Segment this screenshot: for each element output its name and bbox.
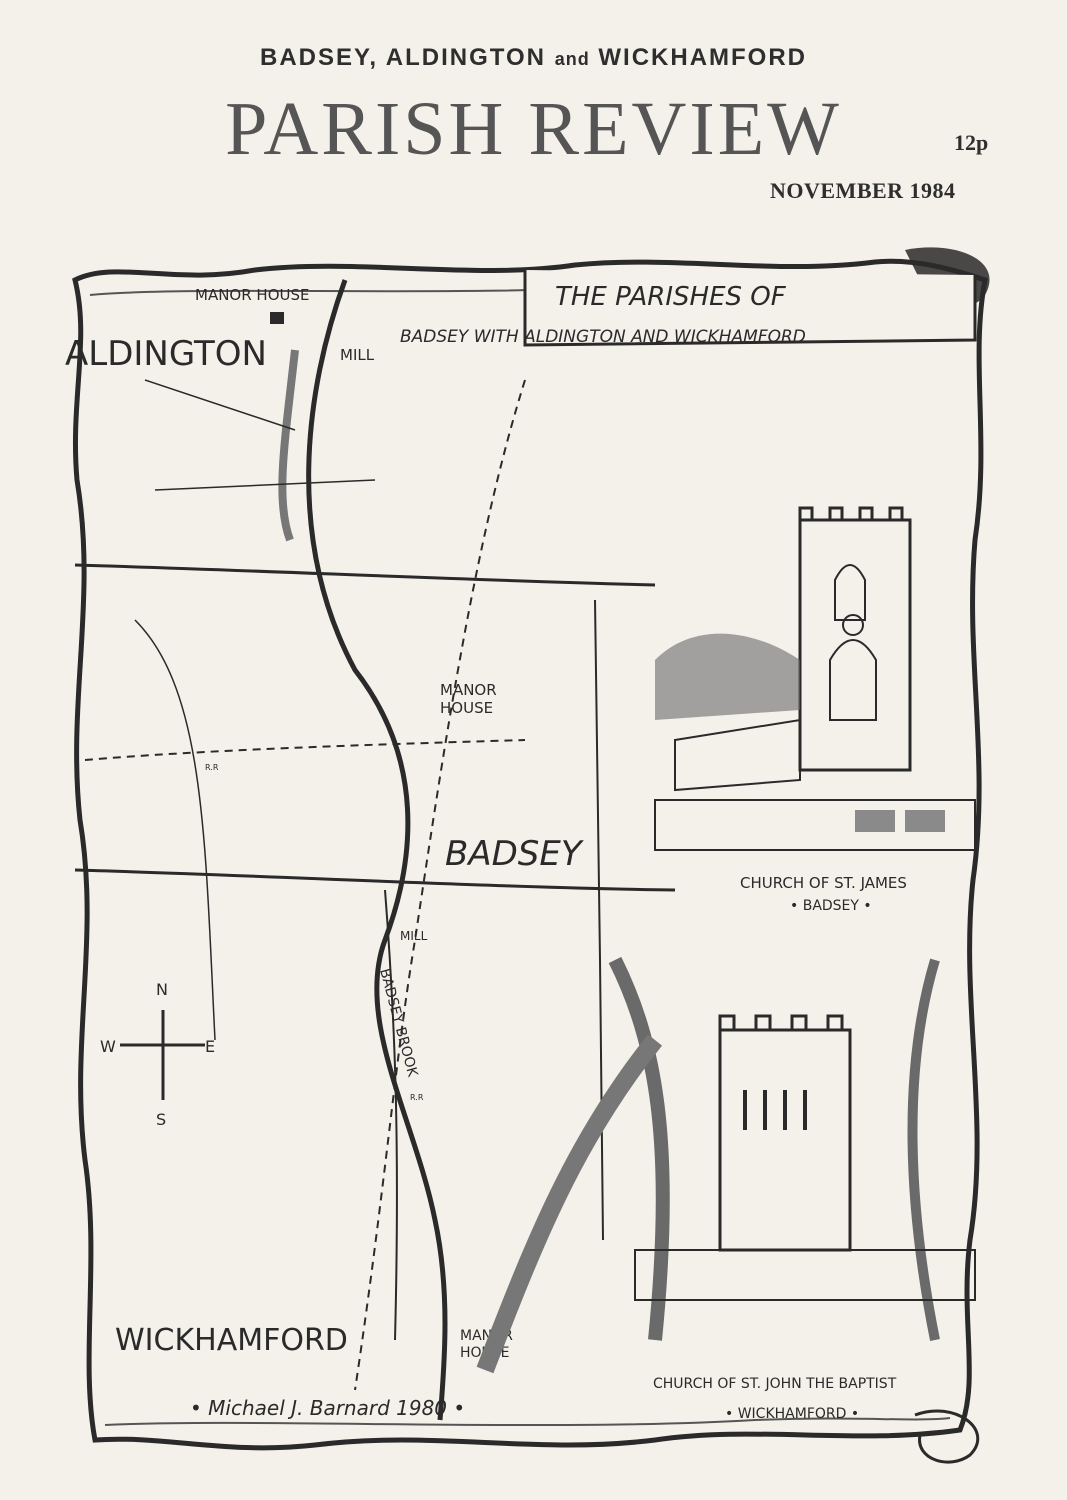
label-rr-2: R.R [410,1093,424,1102]
price-label: 12p [954,130,989,155]
village-badsey: BADSEY [445,834,584,874]
compass-n: N [156,980,168,999]
issue-date: NOVEMBER 1984 [770,178,956,203]
parishes-heading: BADSEY, ALDINGTON and WICKHAMFORD [259,44,808,71]
scroll-border [72,258,988,1451]
village-aldington: ALDINGTON [65,334,267,374]
church-st-john-illustration [476,956,976,1374]
label-badsey-brook: BADSEY BROOK [376,967,420,1079]
label-rr-1: R.R [205,763,219,772]
label-manor-badsey-2: HOUSE [440,699,493,717]
caption-st-james-1: CHURCH OF ST. JAMES [740,874,907,892]
caption-st-john-2: • WICKHAMFORD • [725,1406,859,1422]
page-title: PARISH REVIEW [225,87,842,171]
label-mill-badsey: MILL [400,929,428,943]
badsey-brook [306,279,448,1421]
banner-line-1: THE PARISHES OF [555,282,787,312]
compass-rose: N S E W [100,980,215,1129]
parish-map: THE PARISHES OF BADSEY WITH ALDINGTON AN… [65,247,990,1464]
caption-st-james-2: • BADSEY • [790,898,872,914]
compass-s: S [156,1110,166,1129]
label-manor-house-aldington: MANOR HOUSE [195,286,310,304]
artist-signature: • Michael J. Barnard 1980 • [190,1396,465,1420]
compass-e: E [205,1037,215,1056]
label-manor-badsey-1: MANOR [440,681,497,699]
label-mill-aldington: MILL [340,346,375,364]
caption-st-john-1: CHURCH OF ST. JOHN THE BAPTIST [653,1376,897,1392]
banner-line-2: BADSEY WITH ALDINGTON AND WICKHAMFORD [400,327,806,347]
compass-w: W [100,1037,116,1056]
church-st-james-illustration [654,506,976,851]
village-wickhamford: WICKHAMFORD [115,1323,348,1358]
